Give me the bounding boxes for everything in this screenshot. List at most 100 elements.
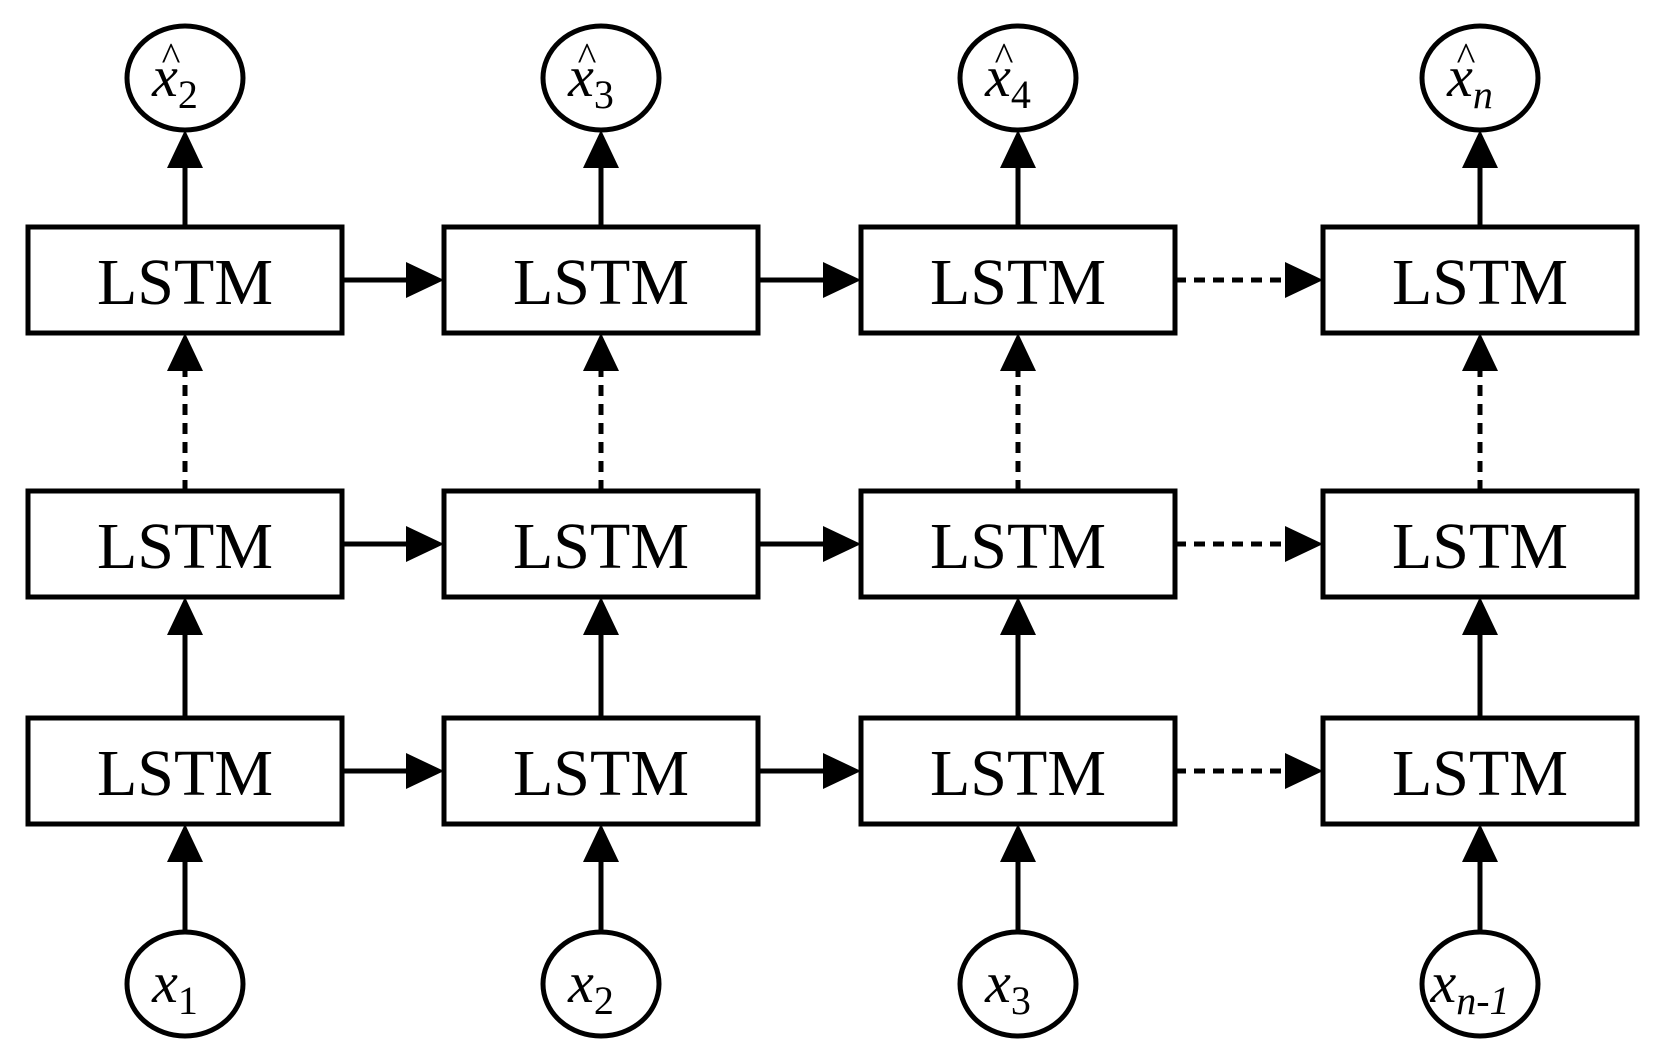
output-label-1-subscript: 2 [178, 72, 198, 117]
input-label-3-subscript: 3 [1011, 978, 1031, 1023]
input-node-2: x2 [540, 929, 662, 1039]
lstm-cell-box [858, 715, 1178, 827]
input-arrow-1 [167, 824, 203, 932]
lstm-cell-label: LSTM [513, 246, 689, 319]
middle-to-top-arrow-4 [1462, 333, 1498, 491]
output-label-3-hat: ^ [995, 34, 1014, 79]
lstm-cell-label: LSTM [97, 510, 273, 583]
lstm-cell-box [858, 224, 1178, 336]
input-label-1-subscript: 1 [178, 978, 198, 1023]
input-label-2: x2 [567, 950, 614, 1023]
lstm-cell-label: LSTM [1392, 246, 1568, 319]
output-arrow-2 [583, 130, 619, 227]
output-label-3-main: x [984, 44, 1011, 109]
lstm-cells: LSTM LSTM LSTM LSTM LSTM LSTM LSTM LSTM LSTM LSTM… [25, 224, 1640, 827]
output-node-3: x4^ [957, 23, 1079, 133]
output-label-2: x3 [567, 44, 614, 117]
input-arrow-3 [1000, 824, 1036, 932]
lstm-cell-box [441, 488, 761, 600]
link-top-3-to-4 [1175, 262, 1323, 298]
link-top-2-to-3-arrowhead [823, 262, 861, 298]
bottom-to-middle-arrow-3-arrowhead [1000, 597, 1036, 635]
link-top-1-to-2-arrowhead [406, 262, 444, 298]
lstm-cell-top-4: LSTM [1320, 224, 1640, 336]
lstm-cell-box [441, 715, 761, 827]
bottom-to-middle-arrow-1 [167, 597, 203, 718]
output-arrow-2-arrowhead [583, 130, 619, 168]
output-label-2-main: x [567, 44, 594, 109]
lstm-cell-label: LSTM [930, 510, 1106, 583]
link-bottom-2-to-3 [758, 753, 861, 789]
link-middle-1-to-2 [342, 526, 444, 562]
input-arrow-4-arrowhead [1462, 824, 1498, 862]
lstm-cell-label: LSTM [513, 510, 689, 583]
lstm-cell-label: LSTM [1392, 737, 1568, 810]
input-arrow-2 [583, 824, 619, 932]
input-node-circle [957, 929, 1079, 1039]
middle-to-top-arrow-2-arrowhead [583, 333, 619, 371]
output-label-4-hat: ^ [1457, 34, 1476, 79]
lstm-cell-bottom-3: LSTM [858, 715, 1178, 827]
lstm-cell-label: LSTM [930, 246, 1106, 319]
input-label-3: x3 [984, 950, 1031, 1023]
output-label-3: x4 [984, 44, 1031, 117]
input-label-2-subscript: 2 [594, 978, 614, 1023]
bottom-to-middle-arrow-1-arrowhead [167, 597, 203, 635]
output-arrow-3-arrowhead [1000, 130, 1036, 168]
link-top-1-to-2 [342, 262, 444, 298]
lstm-cell-label: LSTM [97, 737, 273, 810]
input-label-1: x1 [151, 950, 198, 1023]
link-top-2-to-3 [758, 262, 861, 298]
lstm-cell-bottom-4: LSTM [1320, 715, 1640, 827]
middle-to-top-arrow-4-arrowhead [1462, 333, 1498, 371]
link-bottom-1-to-2 [342, 753, 444, 789]
link-middle-1-to-2-arrowhead [406, 526, 444, 562]
link-middle-3-to-4-arrowhead [1285, 526, 1323, 562]
lstm-cell-box [25, 715, 345, 827]
lstm-cell-box [858, 488, 1178, 600]
lstm-cell-top-3: LSTM [858, 224, 1178, 336]
output-label-2-subscript: 3 [594, 72, 614, 117]
output-node-circle [1419, 23, 1541, 133]
lstm-cell-top-1: LSTM [25, 224, 345, 336]
middle-to-top-arrow-1-arrowhead [167, 333, 203, 371]
output-label-1: x2 [151, 44, 198, 117]
input-label-4-main: x [1429, 950, 1456, 1015]
output-label-2-hat: ^ [578, 34, 597, 79]
output-node-circle [957, 23, 1079, 133]
link-top-3-to-4-arrowhead [1285, 262, 1323, 298]
connections [167, 130, 1498, 932]
lstm-cell-middle-1: LSTM [25, 488, 345, 600]
output-node-2: x3^ [540, 23, 662, 133]
output-label-4-main: x [1446, 44, 1473, 109]
input-label-4-subscript: n-1 [1456, 978, 1509, 1023]
link-bottom-3-to-4-arrowhead [1285, 753, 1323, 789]
middle-to-top-arrow-1 [167, 333, 203, 491]
link-bottom-3-to-4 [1175, 753, 1323, 789]
output-arrow-1 [167, 130, 203, 227]
output-arrow-3 [1000, 130, 1036, 227]
input-label-2-main: x [567, 950, 594, 1015]
lstm-cell-box [1320, 715, 1640, 827]
lstm-cell-middle-2: LSTM [441, 488, 761, 600]
lstm-cell-bottom-1: LSTM [25, 715, 345, 827]
lstm-cell-top-2: LSTM [441, 224, 761, 336]
link-bottom-2-to-3-arrowhead [823, 753, 861, 789]
output-arrow-1-arrowhead [167, 130, 203, 168]
bottom-to-middle-arrow-4 [1462, 597, 1498, 718]
bottom-to-middle-arrow-4-arrowhead [1462, 597, 1498, 635]
lstm-cell-label: LSTM [97, 246, 273, 319]
lstm-cell-middle-3: LSTM [858, 488, 1178, 600]
input-node-circle [1419, 929, 1541, 1039]
output-label-1-hat: ^ [162, 34, 181, 79]
middle-to-top-arrow-2 [583, 333, 619, 491]
input-node-1: x1 [124, 929, 246, 1039]
lstm-cell-label: LSTM [930, 737, 1106, 810]
output-node-circle [124, 23, 246, 133]
input-label-4: xn-1 [1429, 950, 1509, 1023]
link-bottom-1-to-2-arrowhead [406, 753, 444, 789]
output-arrow-4 [1462, 130, 1498, 227]
bottom-to-middle-arrow-3 [1000, 597, 1036, 718]
input-arrow-3-arrowhead [1000, 824, 1036, 862]
